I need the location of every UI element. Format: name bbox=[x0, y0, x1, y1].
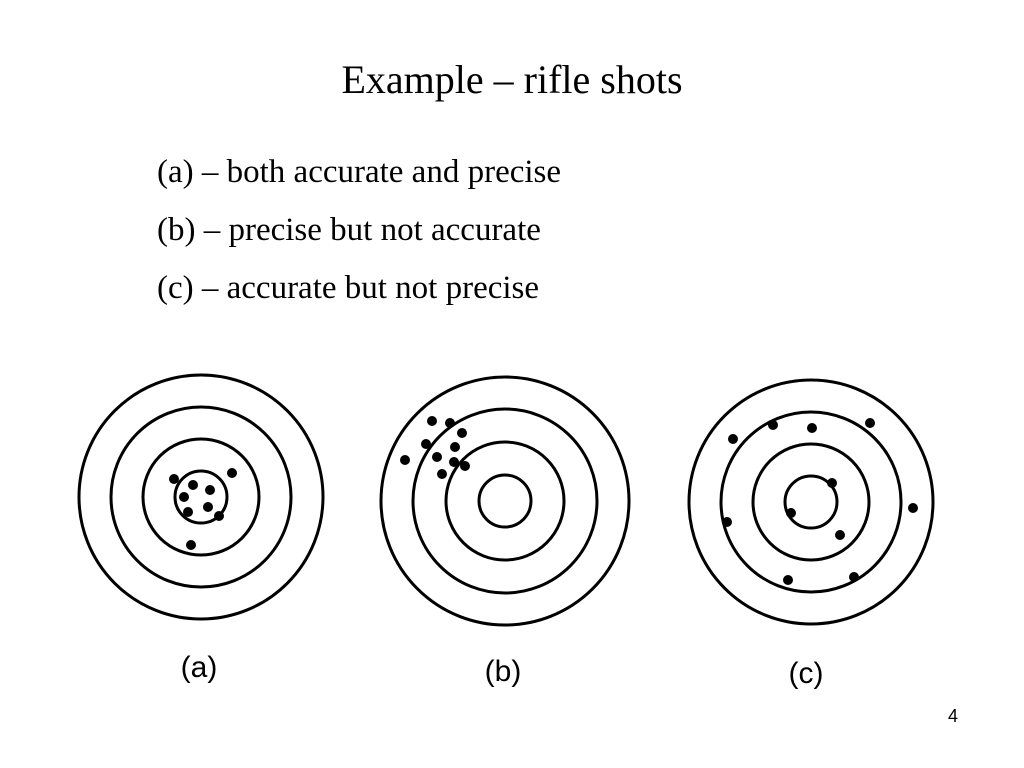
target-b-outer-ring bbox=[379, 375, 631, 627]
shot bbox=[421, 439, 431, 449]
shot bbox=[722, 517, 732, 527]
page-number: 4 bbox=[948, 706, 959, 726]
target-c-caption: (c) bbox=[789, 657, 824, 690]
shot bbox=[400, 455, 410, 465]
shot bbox=[169, 474, 179, 484]
definition-item-c: (c) – accurate but not precise bbox=[157, 270, 540, 306]
target-c-middle-ring bbox=[719, 410, 903, 594]
target-b-middle-ring bbox=[411, 407, 599, 595]
shot bbox=[865, 418, 875, 428]
shot bbox=[449, 457, 459, 467]
slide-title: Example – rifle shots bbox=[341, 57, 683, 102]
target-c-shots bbox=[722, 418, 918, 585]
shot bbox=[179, 492, 189, 502]
definition-list: (a) – both accurate and precise (b) – pr… bbox=[157, 143, 561, 317]
shot bbox=[786, 508, 796, 518]
shot bbox=[188, 480, 198, 490]
shot bbox=[807, 423, 817, 433]
target-a-bullseye bbox=[173, 469, 229, 525]
shot bbox=[728, 434, 738, 444]
shot bbox=[203, 502, 213, 512]
target-a bbox=[77, 373, 325, 621]
target-a-caption: (a) bbox=[181, 651, 218, 684]
shot bbox=[214, 511, 224, 521]
shot bbox=[908, 503, 918, 513]
target-b-shots bbox=[400, 416, 470, 479]
target-c bbox=[687, 378, 935, 626]
target-c-bullseye bbox=[783, 474, 839, 530]
target-b-inner-ring bbox=[444, 440, 566, 562]
target-a-shots bbox=[169, 468, 237, 550]
shot bbox=[827, 478, 837, 488]
target-c-outer-ring bbox=[687, 378, 935, 626]
target-a-outer-ring bbox=[77, 373, 325, 621]
target-c-inner-ring bbox=[751, 442, 871, 562]
shot bbox=[835, 530, 845, 540]
target-a-inner-ring bbox=[141, 437, 261, 557]
shot bbox=[227, 468, 237, 478]
definition-item-b: (b) – precise but not accurate bbox=[157, 212, 541, 248]
shot bbox=[186, 540, 196, 550]
shot bbox=[183, 507, 193, 517]
shot bbox=[783, 575, 793, 585]
shot bbox=[457, 428, 467, 438]
targets-figure: (a) (b) bbox=[77, 373, 935, 690]
shot bbox=[445, 418, 455, 428]
shot bbox=[427, 416, 437, 426]
shot bbox=[437, 469, 447, 479]
shot bbox=[432, 452, 442, 462]
target-a-middle-ring bbox=[109, 405, 293, 589]
shot bbox=[450, 442, 460, 452]
target-b bbox=[379, 375, 631, 627]
target-b-bullseye bbox=[477, 473, 533, 529]
target-b-caption: (b) bbox=[485, 655, 522, 688]
shot bbox=[205, 485, 215, 495]
definition-item-a: (a) – both accurate and precise bbox=[157, 154, 562, 190]
shot bbox=[849, 572, 859, 582]
shot bbox=[460, 461, 470, 471]
shot bbox=[768, 420, 778, 430]
